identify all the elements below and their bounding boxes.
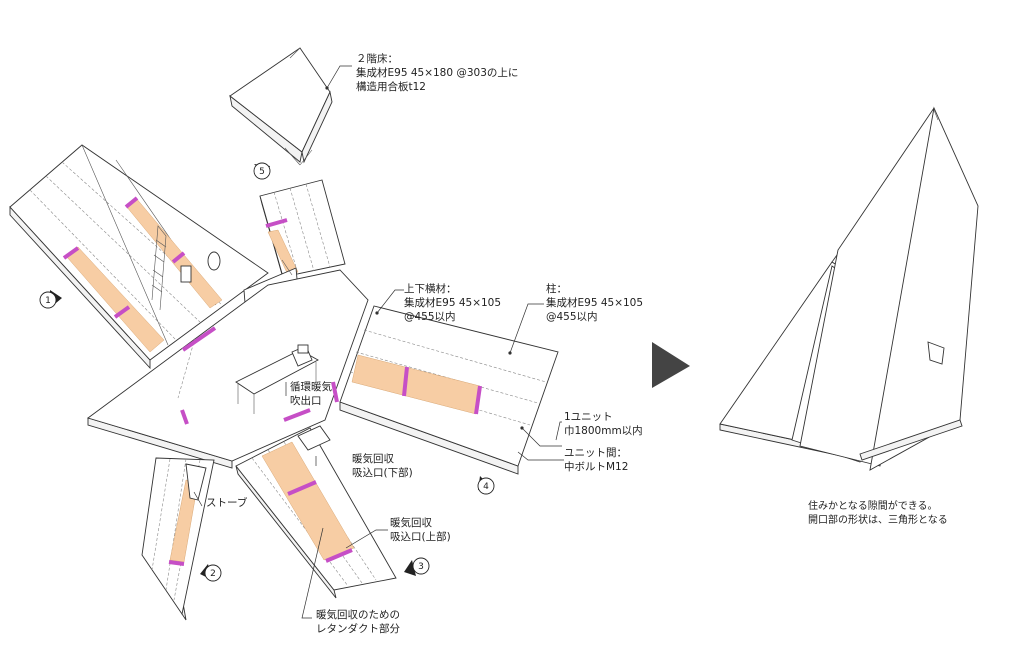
unit-number-4: 4	[483, 482, 489, 492]
floor-panel-2f	[229, 47, 333, 166]
unit-panel-2	[141, 457, 215, 621]
unit-marker-1: 1	[39, 290, 62, 309]
label-column: 柱： 集成材E95 45×105 @455以内	[546, 283, 644, 323]
label-stove: ストーブ	[206, 497, 248, 509]
transition-arrow-icon	[652, 342, 690, 388]
unit-number-1: 1	[45, 296, 51, 306]
unit-panel-3	[235, 425, 397, 599]
unit-number-2: 2	[210, 569, 216, 579]
label-unit-width: 1ユニット 巾1800mm以内	[564, 411, 643, 437]
label-heat-intake-low: 暖気回収 吸込口(下部)	[352, 453, 413, 479]
assembled-aframe	[719, 106, 979, 471]
label-heat-outlet: 循環暖気 吹出口	[290, 381, 332, 407]
floor-plate	[87, 269, 369, 469]
unit-number-3: 3	[418, 562, 424, 572]
caption: 住みかとなる隙間ができる。 開口部の形状は、三角形となる	[808, 501, 948, 526]
unit-panel-4	[339, 305, 559, 475]
label-unit-joint: ユニット間： 中ボルトM12	[564, 447, 629, 473]
leader-lines	[193, 65, 564, 619]
unit-number-5: 5	[259, 167, 265, 177]
label-beam: 上下横材： 集成材E95 45×105 @455以内	[404, 283, 502, 323]
unit-marker-2: 2	[200, 564, 222, 582]
label-floor2: ２階床： 集成材E95 45×180 @303の上に 構造用合板t12	[356, 53, 519, 93]
label-return-duct: 暖気回収のための レタンダクト部分	[316, 609, 400, 635]
label-heat-intake-high: 暖気回収 吸込口(上部)	[390, 517, 451, 543]
unit-marker-5: 5	[253, 162, 271, 180]
unit-panel-1	[9, 144, 269, 370]
unit-marker-3: 3	[404, 557, 430, 576]
unit-marker-4: 4	[477, 476, 495, 495]
